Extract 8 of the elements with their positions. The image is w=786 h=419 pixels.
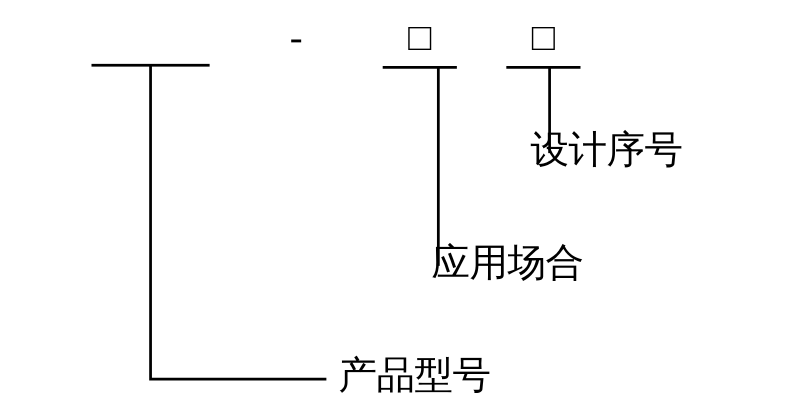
connector xyxy=(149,65,326,381)
connector xyxy=(436,68,440,266)
node-text: 产品型号 xyxy=(338,354,490,397)
label: - xyxy=(290,17,303,60)
node-bar xyxy=(92,64,210,67)
connector xyxy=(548,68,551,154)
node-text: □ xyxy=(408,17,432,60)
node-text: □ xyxy=(532,17,556,60)
